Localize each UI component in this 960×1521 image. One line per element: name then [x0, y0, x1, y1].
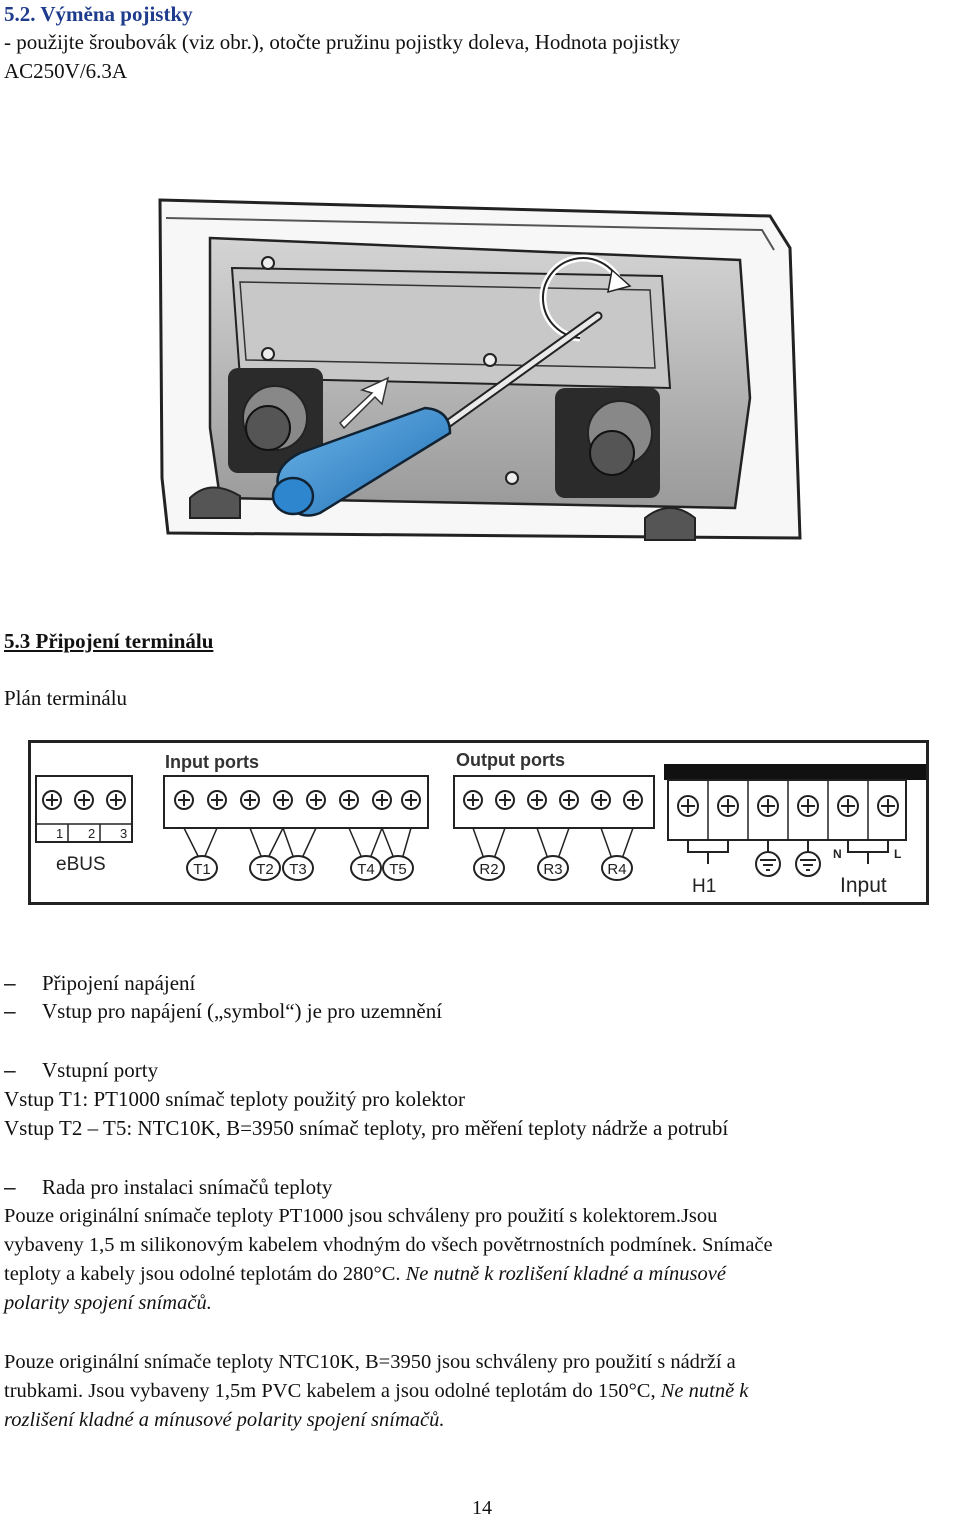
- list-item-label: Rada pro instalaci snímačů teploty: [42, 1175, 333, 1199]
- bullet-dash: –: [4, 972, 16, 995]
- ebus-terminal-block: 1 2 3 eBUS: [35, 775, 133, 875]
- polarity-note: Ne nutně k rozlišení kladné a mínusové: [405, 1263, 726, 1285]
- input-t2-t5-description: Vstup T2 – T5: NTC10K, B=3950 snímač tep…: [4, 1116, 729, 1140]
- bullet-dash: –: [4, 1176, 16, 1199]
- input-label: Input: [840, 874, 887, 897]
- sensor-label-t1: T1: [193, 861, 211, 878]
- sensor-label-t2: T2: [256, 861, 274, 878]
- ebus-pin-3: 3: [120, 826, 127, 841]
- sensor-label-t5: T5: [389, 861, 407, 878]
- page-number: 14: [472, 1497, 492, 1519]
- list-item-power: – Připojení napájení: [4, 969, 195, 998]
- n-label: N: [833, 847, 842, 861]
- ntc-text: trubkami. Jsou vybaveny 1,5m PVC kabelem…: [4, 1380, 661, 1402]
- list-item-label: Vstupní porty: [42, 1058, 159, 1082]
- relay-label-r3: R3: [543, 861, 562, 878]
- list-item-inputs: – Vstupní porty: [4, 1056, 158, 1085]
- fuse-replacement-illustration: [158, 198, 802, 541]
- ebus-pin-1: 1: [56, 826, 63, 841]
- input-t1-description: Vstup T1: PT1000 snímač teploty použitý …: [4, 1087, 465, 1111]
- ground-icon: [795, 840, 821, 877]
- terminal-diagram: Input ports Output ports 1 2 3 eBUS: [28, 740, 929, 905]
- sensor-label-t4: T4: [357, 861, 375, 878]
- output-ports-terminal-block: R2 R3 R4: [453, 775, 655, 881]
- ground-icon: [755, 840, 781, 877]
- list-item-label: Připojení napájení: [42, 971, 196, 995]
- l-label: L: [894, 847, 901, 861]
- pt1000-paragraph-line-3: teploty a kabely jsou odolné teplotám do…: [4, 1260, 726, 1289]
- power-terminal-bar: [664, 764, 926, 780]
- terminal-plan-label: Plán terminálu: [4, 686, 128, 710]
- pt1000-paragraph-line-2: vybaveny 1,5 m silikonovým kabelem vhodn…: [4, 1234, 773, 1256]
- polarity-note: Ne nutně k: [660, 1380, 749, 1402]
- list-item-advice: – Rada pro instalaci snímačů teploty: [4, 1173, 332, 1202]
- list-item-ground: – Vstup pro napájení („symbol“) je pro u…: [4, 997, 442, 1026]
- input-ports-terminal-block: T1 T2 T3 T4 T5: [163, 775, 429, 881]
- bullet-dash: –: [4, 1000, 16, 1023]
- relay-label-r2: R2: [479, 861, 498, 878]
- pt1000-text: teploty a kabely jsou odolné teplotám do…: [4, 1263, 406, 1285]
- ntc-paragraph-line-2: trubkami. Jsou vybaveny 1,5m PVC kabelem…: [4, 1377, 748, 1406]
- section-heading-terminal: 5.3 Připojení terminálu: [4, 629, 214, 653]
- ntc-paragraph-line-1: Pouze originální snímače teploty NTC10K,…: [4, 1351, 736, 1373]
- ntc-paragraph-line-3: rozlišení kladné a mínusové polarity spo…: [4, 1409, 445, 1431]
- ebus-label: eBUS: [56, 854, 106, 875]
- fuse-instruction-line-1: - použijte šroubovák (viz obr.), otočte …: [4, 30, 680, 54]
- section-heading-fuse: 5.2. Výměna pojistky: [4, 2, 193, 26]
- sensor-label-t3: T3: [289, 861, 307, 878]
- h1-label: H1: [692, 876, 716, 897]
- pt1000-paragraph-line-1: Pouze originální snímače teploty PT1000 …: [4, 1205, 718, 1227]
- input-ports-label: Input ports: [165, 752, 259, 772]
- power-terminal-block: H1 N L Input: [667, 779, 907, 897]
- ebus-pin-2: 2: [88, 826, 95, 841]
- bullet-dash: –: [4, 1059, 16, 1082]
- fuse-instruction-line-2: AC250V/6.3A: [4, 59, 128, 83]
- pt1000-paragraph-line-4: polarity spojení snímačů.: [4, 1292, 212, 1314]
- output-ports-label: Output ports: [456, 750, 565, 770]
- relay-label-r4: R4: [607, 861, 626, 878]
- list-item-label: Vstup pro napájení („symbol“) je pro uze…: [42, 999, 443, 1023]
